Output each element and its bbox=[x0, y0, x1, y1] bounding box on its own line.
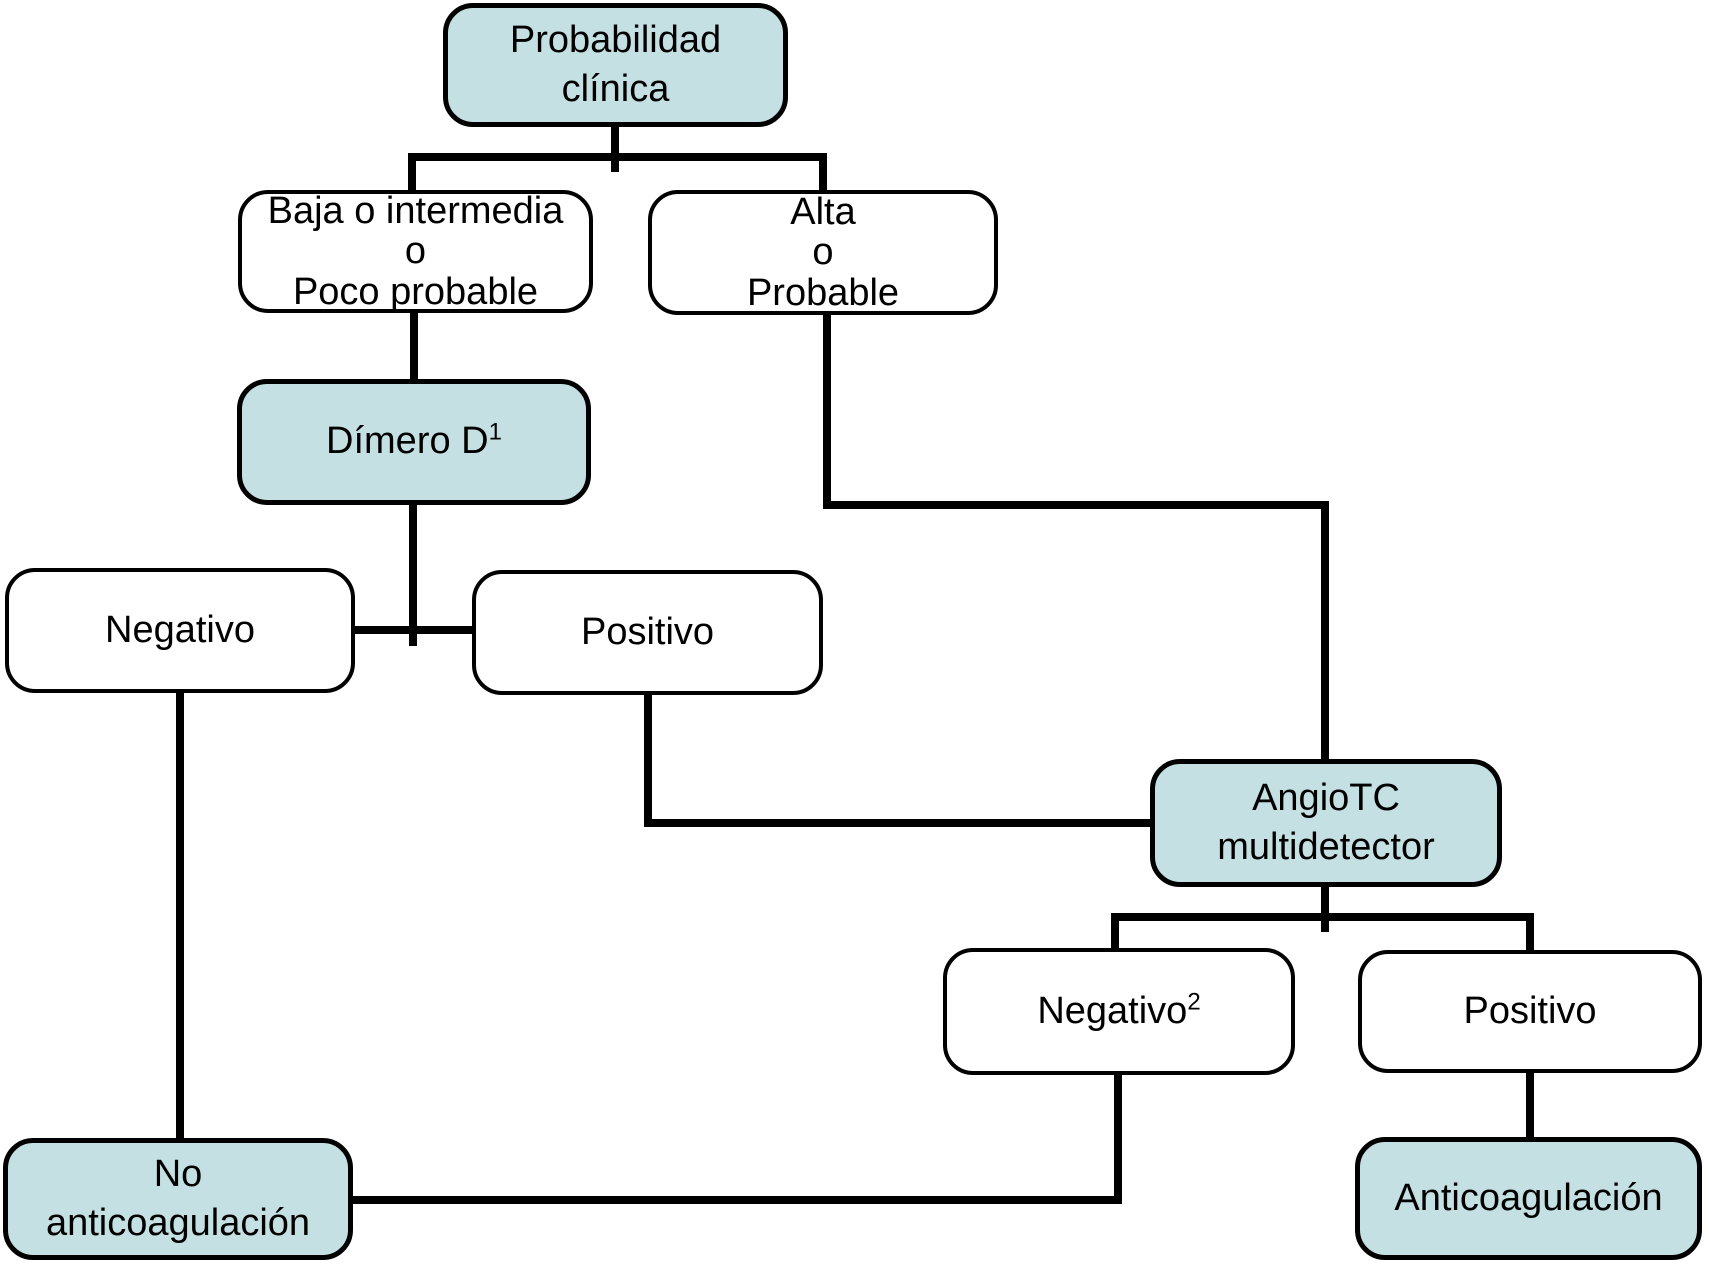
node-label: clínica bbox=[561, 68, 670, 110]
edge-probability-split-bar bbox=[408, 153, 827, 195]
node-label: Poco probable bbox=[292, 270, 539, 313]
node-angio-ct: AngioTC multidetector bbox=[1150, 759, 1502, 887]
node-d-dimer-positive: Positivo bbox=[472, 570, 823, 695]
edge-ctnegative-to-noanticoag bbox=[349, 1070, 1122, 1204]
footnote-marker: 1 bbox=[488, 418, 502, 446]
node-clinical-probability: Probabilidad clínica bbox=[443, 3, 788, 127]
node-d-dimer-negative: Negativo bbox=[5, 568, 355, 693]
edge-positive-to-angioct bbox=[644, 690, 1154, 827]
node-d-dimer: Dímero D1 bbox=[237, 379, 591, 505]
node-label: AngioTC bbox=[1252, 776, 1400, 819]
node-high-probability: Alta o Probable bbox=[648, 190, 998, 315]
node-label: Baja o intermedia bbox=[267, 190, 564, 233]
node-low-intermediate-probability: Baja o intermedia o Poco probable bbox=[238, 190, 593, 313]
node-label: Dímero D1 bbox=[326, 418, 502, 463]
node-ct-positive: Positivo bbox=[1358, 950, 1702, 1073]
node-label: Negativo2 bbox=[1037, 988, 1201, 1032]
node-label: o bbox=[812, 231, 834, 274]
node-label: anticoagulación bbox=[45, 1202, 311, 1244]
node-label: o bbox=[404, 230, 427, 273]
node-label: Negativo bbox=[105, 608, 255, 651]
node-label: Anticoagulación bbox=[1394, 1176, 1663, 1219]
node-no-anticoagulation: No anticoagulación bbox=[3, 1138, 353, 1260]
node-label: Positivo bbox=[580, 610, 715, 653]
node-anticoagulation: Anticoagulación bbox=[1355, 1137, 1702, 1260]
node-label: Alta bbox=[790, 191, 856, 234]
node-ct-negative: Negativo2 bbox=[943, 948, 1295, 1075]
node-label: multidetector bbox=[1217, 826, 1435, 868]
node-label: Probable bbox=[746, 271, 900, 314]
edge-angioct-split-bar bbox=[1111, 913, 1534, 954]
node-label: Probabilidad bbox=[509, 18, 722, 61]
node-label: No bbox=[153, 1152, 203, 1195]
node-label: Positivo bbox=[1463, 989, 1597, 1032]
footnote-marker: 2 bbox=[1187, 988, 1201, 1016]
edge-high-to-angioct bbox=[823, 310, 1329, 763]
